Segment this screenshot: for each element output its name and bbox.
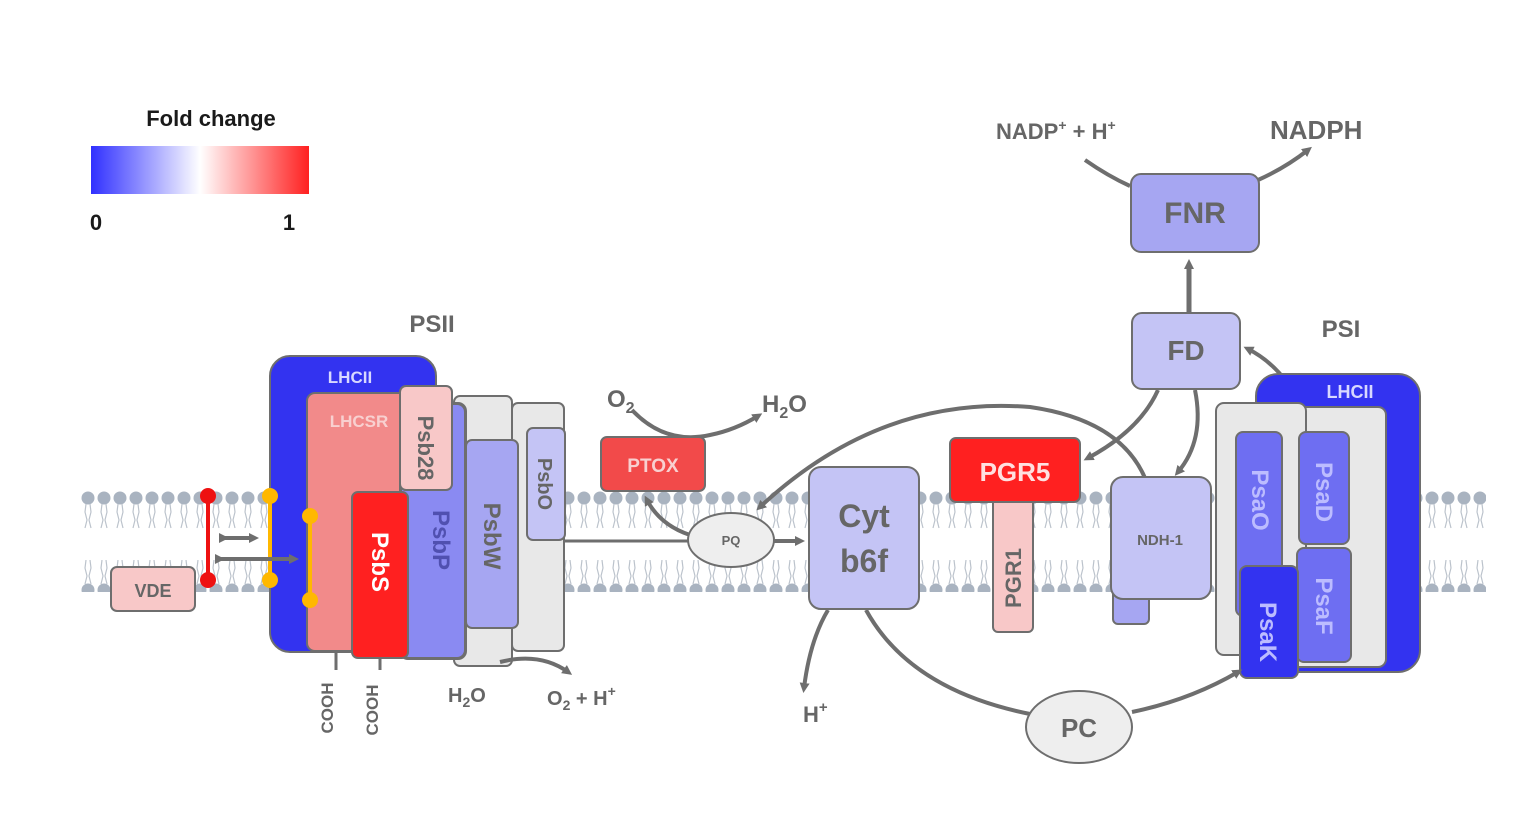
vde-label: VDE: [134, 581, 171, 601]
psbp-label: PsbP: [427, 510, 454, 570]
psad-label: PsaD: [1310, 462, 1337, 522]
cyt-b6f-group: Cyt b6f H+: [799, 466, 920, 727]
legend: Fold change 0 1: [90, 106, 309, 235]
ndh1-box: [1110, 476, 1212, 600]
proton-release-arrow: [799, 608, 830, 693]
fd-to-pgr5-arrow: [1083, 389, 1160, 461]
psbo-label: PsbO: [533, 458, 555, 510]
vde-box: [110, 566, 196, 612]
water-split-arrow: [499, 656, 573, 675]
psii-title: PSII: [409, 311, 454, 338]
cooh-label-2: COOH: [363, 685, 382, 736]
psi-complex: LHCII PsaO PsaD PsaF PsaK: [1215, 373, 1421, 679]
psbs-label: PsbS: [366, 532, 393, 592]
fd-fnr-group: FNR FD NADP+ + H+ NADPH: [996, 115, 1362, 476]
psak-box: [1239, 565, 1299, 679]
psad-box: [1298, 431, 1350, 545]
psii-lhcii-label: LHCII: [328, 368, 372, 387]
psii-complex: LHCII LHCSR PsbP Psb28 PsbS PsbW PsbO CO…: [269, 355, 566, 736]
ndh1-group: NDH-1: [1110, 476, 1212, 625]
pc-label: PC: [1061, 713, 1097, 743]
cyt-b6f-box: [808, 466, 920, 610]
nadp-label: NADP+ + H+: [996, 117, 1116, 144]
psbo-box: [526, 427, 566, 541]
nadp-to-nadph-arrow: [1083, 150, 1308, 188]
fd-to-ndh1-arrow: [1174, 389, 1200, 476]
zeaxanthin-bottom-dot: [302, 592, 318, 608]
psb28-label: Psb28: [413, 416, 438, 481]
psak-label: PsaK: [1254, 602, 1281, 663]
pgr5-box: [949, 437, 1081, 503]
ptox-group: O2 H2O PTOX: [600, 386, 807, 537]
psi-lhcii-label: LHCII: [1327, 382, 1374, 402]
ptox-oxygen-arrow: [630, 408, 763, 440]
zeaxanthin-top-dot: [302, 508, 318, 524]
legend-gradient-bar: [91, 146, 309, 194]
cooh-label-1: COOH: [318, 683, 337, 734]
legend-title: Fold change: [146, 106, 276, 131]
fnr-label: FNR: [1164, 197, 1226, 230]
psii-oxygen-label: O2 + H+: [547, 683, 616, 713]
ptox-label: PTOX: [627, 456, 679, 477]
pq-to-ptox-arrow: [644, 495, 691, 537]
cyt-b6f-label-line2: b6f: [840, 543, 888, 579]
psaf-label: PsaF: [1310, 577, 1337, 634]
psbw-label: PsbW: [478, 503, 505, 570]
ptox-oxygen-label: O2: [607, 386, 635, 417]
ptox-box: [600, 436, 706, 492]
lhcsr-label: LHCSR: [330, 412, 389, 431]
psb28-box: [399, 385, 453, 491]
pgr-group: PGR1 PGR5: [949, 437, 1081, 633]
antheraxanthin-top-dot: [262, 488, 278, 504]
fd-box: [1131, 312, 1241, 390]
pq-label: PQ: [722, 533, 741, 548]
psi-title: PSI: [1322, 316, 1361, 343]
cyt-b6f-label-line1: Cyt: [838, 498, 890, 534]
fd-label: FD: [1167, 335, 1204, 366]
proton-label: H+: [803, 699, 828, 727]
violaxanthin-top-dot: [200, 488, 216, 504]
psii-water-label: H2O: [448, 685, 486, 710]
legend-min-label: 0: [90, 210, 102, 235]
violaxanthin-bottom-dot: [200, 572, 216, 588]
nadph-label: NADPH: [1270, 115, 1362, 145]
pgr5-label: PGR5: [980, 457, 1051, 487]
psbw-box: [465, 439, 519, 629]
fnr-box: [1130, 173, 1260, 253]
ndh1-label: NDH-1: [1137, 532, 1183, 549]
pgr1-label: PGR1: [1001, 548, 1026, 608]
xanthophyll-cycle: VDE: [110, 488, 318, 612]
legend-max-label: 1: [283, 210, 295, 235]
pc-ellipse: [1025, 690, 1133, 764]
antheraxanthin-bottom-dot: [262, 572, 278, 588]
ptox-water-label: H2O: [762, 391, 807, 422]
cyt-to-psi-pc-arrow: [864, 609, 1238, 716]
psao-label: PsaO: [1246, 469, 1273, 530]
